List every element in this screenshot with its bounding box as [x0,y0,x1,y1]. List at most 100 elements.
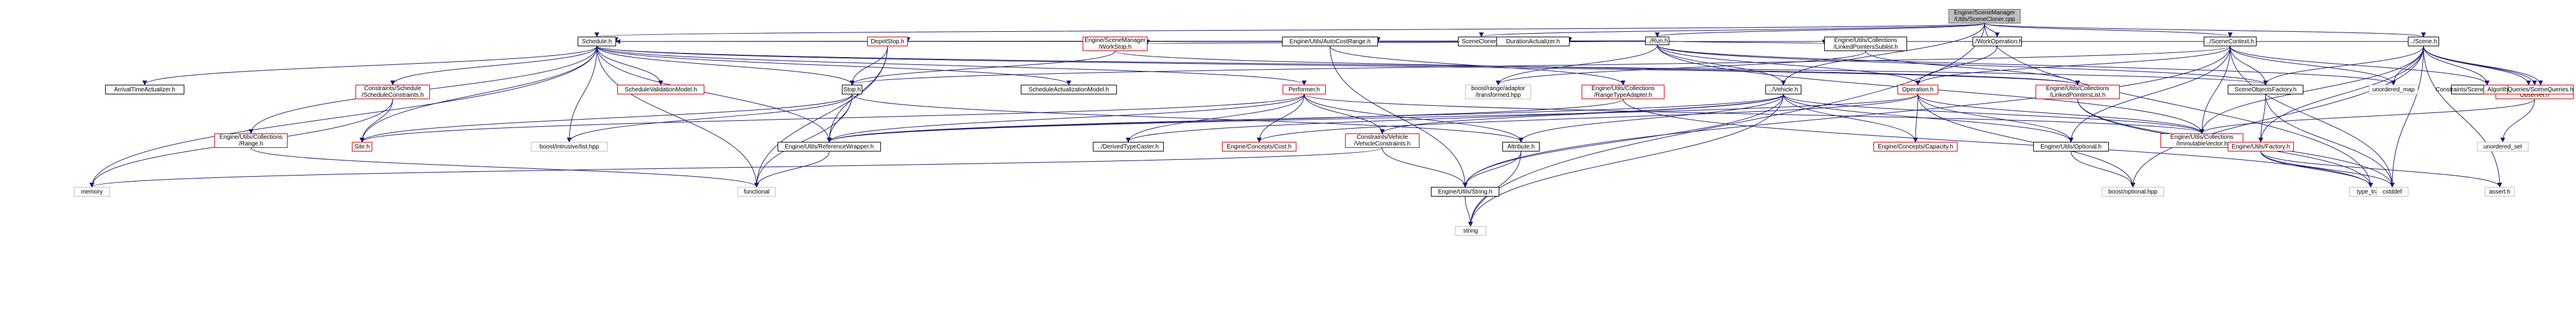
edge-operation-to-cost [1257,94,1918,142]
dependency-edges [89,23,2543,227]
edge-stop-to-attribute [851,94,1523,142]
edge-operation-to-immutable [1917,94,2204,134]
edge-refwrapper-to-functional [754,151,830,188]
graph-node-cost[interactable]: Engine/Concepts/Cost.h [1222,142,1296,151]
graph-node-linkedlist[interactable]: Engine/Utils/Collections /LinkedPointers… [2036,85,2120,99]
edge-schedule-to-functional [596,46,759,188]
graph-node-rangetype[interactable]: Engine/Utils/Collections /RangeTypeAdapt… [1582,85,1664,99]
edge-vehicle-to-attribute [1519,94,1784,142]
edge-workstop-to-linkedlist [1114,50,2080,85]
graph-node-string[interactable]: string [1455,226,1486,236]
graph-node-boostrange[interactable]: boost/range/adaptor /transformed.hpp [1465,85,1531,99]
graph-node-cstddef[interactable]: cstddef [2376,187,2408,197]
graph-node-schedvalid[interactable]: ScheduleValidationModel.h [617,85,704,94]
edge-root-to-scenecloner [1479,23,1985,37]
graph-node-performer[interactable]: Performer.h [1283,85,1326,94]
edge-performer-to-attribute [1304,94,1523,142]
edge-performer-to-refwrapper [827,94,1305,142]
graph-node-root: Engine/SceneManager /Utils/SceneCloner.c… [1949,9,2021,23]
graph-node-scenecontext[interactable]: ../SceneContext.h [2204,37,2257,46]
graph-node-attribute[interactable]: Attribute.h [1502,142,1540,151]
graph-node-functional[interactable]: functional [737,187,776,197]
edge-operation-to-optional [1917,94,2073,142]
edge-vehicle-to-string_h [1463,94,1784,188]
edge-optional-to-boostoptional [2070,151,2135,188]
edge-root-to-string [1468,23,1985,227]
graph-node-operation[interactable]: Operation.h [1897,85,1938,94]
edge-attribute-to-string_h [1463,151,1522,188]
graph-node-constrschedule[interactable]: Constraints/Schedule /ScheduleConstraint… [355,85,430,99]
edge-listeners-to-immutable [2200,99,2535,134]
graph-node-unorderedmap[interactable]: unordered_map [2369,85,2418,94]
edge-constrschedule-to-site [360,99,393,142]
graph-node-boostlist[interactable]: boost/intrusive/list.hpp [531,142,608,151]
graph-node-utilsrange[interactable]: Engine/Utils/Collections /Range.h [214,133,288,148]
edge-vehicle-to-derivedtype [1126,94,1784,142]
graph-node-schedact[interactable]: ScheduleActualizationModel.h [1021,85,1117,94]
graph-node-refwrapper[interactable]: Engine/Utils/ReferenceWrapper.h [778,142,881,151]
edge-scenecontext-to-immutable [2200,46,2231,134]
graph-node-workstop[interactable]: Engine/SceneManager /WorkStop.h [1083,37,1147,51]
graph-node-capacity[interactable]: Engine/Concepts/Capacity.h [1873,142,1958,151]
graph-node-immutable[interactable]: Engine/Utils/Collections /ImmutableVecto… [2160,133,2243,148]
graph-node-site[interactable]: Site.h [352,142,372,151]
edge-vehicle-to-string [1468,94,1784,227]
graph-node-memory[interactable]: memory [74,187,110,197]
edge-performer-to-cost [1257,94,1305,142]
graph-node-unorderedset[interactable]: unordered_set [2477,142,2529,151]
graph-node-depotstop[interactable]: DepotStop.h [867,37,908,46]
edge-rangetype-to-refwrapper [827,99,1624,142]
graph-node-queries[interactable]: Queries/SceneQueries.h [2508,85,2574,94]
edge-performer-to-site [360,94,1305,142]
graph-node-boostoptional[interactable]: boost/optional.hpp [2102,187,2164,197]
graph-node-run[interactable]: ../Run.h [1645,37,1669,45]
edge-sceneobjfactory-to-cstddef [2265,94,2395,188]
graph-node-workop[interactable]: ../WorkOperation.h [1972,37,2022,46]
edge-run-to-unorderedmap [1657,44,2396,85]
graph-node-string-h[interactable]: Engine/Utils/String.h [1431,187,1499,197]
edge-vehicle-to-constrvehicle [1380,94,1784,134]
edge-scenecontext-to-cstddef [2230,46,2395,188]
graph-node-constrvehicle[interactable]: Constraints/Vehicle /VehicleConstraints.… [1345,133,1420,148]
graph-node-durationact[interactable]: DurationActualizer.h [1496,37,1570,46]
graph-node-autocostrange[interactable]: Engine/Utils/AutoCostRange.h [1282,37,1378,46]
edge-vehicle-to-optional [1783,94,2073,142]
graph-node-factory[interactable]: Engine/Utils/Factory.h [2228,142,2294,151]
graph-node-optional[interactable]: Engine/Utils/Optional.h [2033,142,2109,151]
edge-performer-to-derivedtype [1126,94,1305,142]
edge-root-to-scenecontext [1984,23,2233,37]
graph-node-scene[interactable]: ../Scene.h [2408,37,2439,46]
graph-node-sceneobjfactory[interactable]: SceneObjectsFactory.h [2228,85,2303,94]
edge-utilsrange-to-functional [250,147,759,188]
edge-schedule-to-linkedlist [596,46,2080,85]
edge-scene-to-immutable [2200,46,2424,134]
graph-node-stop[interactable]: Stop.h [842,85,862,94]
edge-factory-to-assert [2260,151,2502,188]
edge-scenecontext-to-operation [1915,46,2231,85]
graph-node-schedule[interactable]: Schedule.h [578,37,616,46]
edge-workstop-to-stop [850,50,1116,85]
graph-node-derivedtype[interactable]: ../DerivedTypeCaster.h [1093,142,1164,151]
edge-schedule-to-refwrapper [596,46,832,142]
graph-node-vehicle[interactable]: ../Vehicle.h [1765,85,1801,94]
edge-scenecontext-to-optional [2069,46,2231,142]
edge-factory-to-cstddef [2260,151,2395,188]
edge-scenecontext-to-constrscene [2230,46,2490,85]
edge-run-to-vehicle [1657,44,1786,85]
edge-workop-to-operation [1915,46,1998,85]
edge-vehicle-to-immutable [1783,94,2204,134]
edge-root-to-run [1655,23,1985,37]
edge-listeners-to-unorderedset [2500,99,2535,142]
edge-root-to-vehicle [1781,23,1985,85]
edge-scenecontext-to-string_h [1463,46,2231,188]
graph-node-assert[interactable]: assert.h [2485,187,2515,197]
edge-schedule-to-memory [89,46,597,188]
edge-scene-to-algorithms [2423,46,2531,85]
edge-run-to-sceneobjfactory [1657,44,2268,85]
graph-node-arrivaltime[interactable]: ArrivalTimeActualizer.h [105,85,184,94]
edge-performer-to-constrvehicle [1304,94,1385,134]
graph-node-linkedsublist[interactable]: Engine/Utils/Collections /LinkedPointers… [1824,37,1907,51]
edge-root-to-typetraits [1984,23,2373,188]
edge-depotstop-to-stop [850,46,888,85]
edge-depotstop-to-functional [754,46,888,188]
